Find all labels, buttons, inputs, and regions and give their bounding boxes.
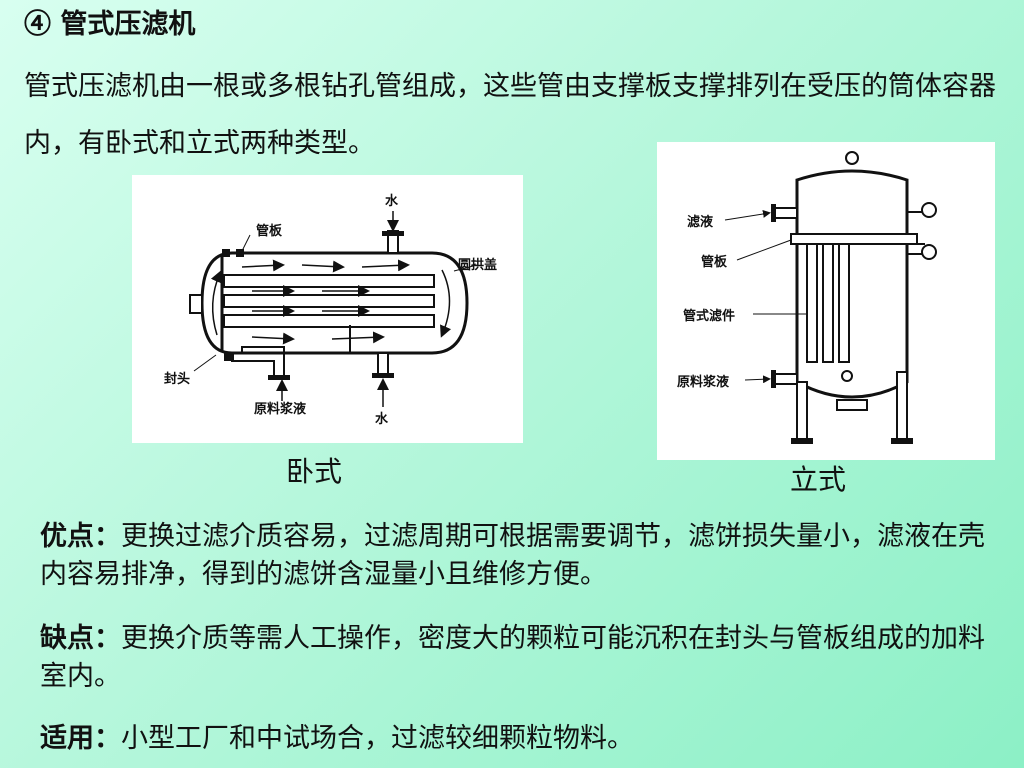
label-water-bottom: 水 — [375, 411, 389, 427]
horizontal-filter-diagram: 水 管板 圆拱盖 封头 原料浆液 水 — [132, 175, 523, 443]
horizontal-filter-drawing: 水 管板 圆拱盖 封头 原料浆液 水 — [164, 193, 497, 427]
label-head: 封头 — [164, 371, 190, 387]
label-slurry: 原料浆液 — [254, 401, 306, 417]
pros-text: 更换过滤介质容易，过滤周期可根据需要调节，滤饼损失量小，滤液在壳内容易排净，得到… — [40, 521, 985, 590]
vertical-caption: 立式 — [790, 463, 847, 496]
label-tube-sheet-vertical: 管板 — [701, 254, 728, 270]
cons-label: 缺点： — [40, 623, 121, 654]
intro-paragraph: 管式压滤机由一根或多根钻孔管组成，这些管由支撑板支撑排列在受压的筒体容器内，有卧… — [24, 71, 996, 159]
usage-text: 小型工厂和中试场合，过滤较细颗粒物料。 — [121, 723, 634, 754]
pros-paragraph: 优点：更换过滤介质容易，过滤周期可根据需要调节，滤饼损失量小，滤液在壳内容易排净… — [40, 518, 1005, 594]
horizontal-caption: 卧式 — [286, 455, 343, 488]
slide-title: ④ 管式压滤机 — [24, 9, 196, 40]
label-tube-sheet: 管板 — [256, 223, 283, 239]
cons-text: 更换介质等需人工操作，密度大的颗粒可能沉积在封头与管板组成的加料室内。 — [40, 623, 985, 692]
usage-paragraph: 适用：小型工厂和中试场合，过滤较细颗粒物料。 — [40, 720, 1005, 758]
vertical-filter-drawing: 滤液 管板 管式滤件 原料浆液 — [677, 151, 937, 444]
vertical-filter-diagram: 滤液 管板 管式滤件 原料浆液 — [657, 142, 995, 460]
cons-paragraph: 缺点：更换介质等需人工操作，密度大的颗粒可能沉积在封头与管板组成的加料室内。 — [40, 620, 1005, 696]
label-dome-cover: 圆拱盖 — [458, 257, 497, 273]
usage-label: 适用： — [40, 723, 121, 754]
label-slurry-vertical: 原料浆液 — [677, 374, 729, 390]
label-filtrate: 滤液 — [687, 214, 713, 230]
label-water-top: 水 — [385, 193, 399, 209]
pros-label: 优点： — [40, 521, 121, 552]
label-tube-element: 管式滤件 — [683, 308, 735, 324]
